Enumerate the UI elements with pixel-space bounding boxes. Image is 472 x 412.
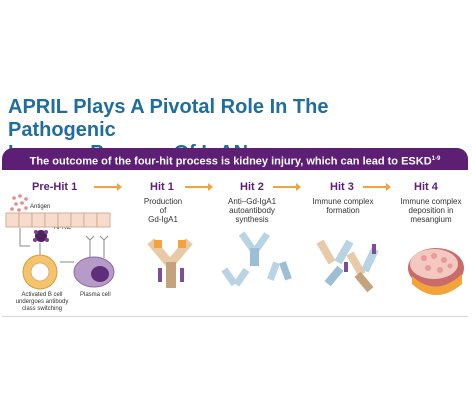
hit-1-label: Hit 1 [150, 181, 174, 193]
b-cell-caption-line-1: Activated B cell [21, 292, 63, 298]
hit-3-desc-line-1: Immune complex [312, 197, 374, 206]
banner-superscript: 1-9 [431, 156, 441, 162]
antigen-label: Antigen [30, 204, 51, 210]
hit-2-label: Hit 2 [240, 181, 264, 193]
hit-2-desc-line-3: synthesis [235, 215, 269, 224]
hit-2-desc-line-2: autoantibody [229, 206, 275, 215]
hit-2-description: Anti–Gd-IgA1 autoantibody synthesis [212, 197, 292, 224]
plasma-cell-icon [73, 256, 115, 288]
april-molecule-icon [33, 230, 49, 242]
hit-4-desc-line-3: mesangium [410, 215, 452, 224]
banner-text: The outcome of the four-hit process is k… [29, 155, 432, 168]
pre-hit-1-arrow [94, 183, 122, 191]
b-cell-caption: Activated B cell undergoes antibody clas… [4, 292, 80, 313]
hit-1-arrow [185, 183, 213, 191]
hit-2-desc-line-1: Anti–Gd-IgA1 [227, 197, 277, 206]
hit-1-desc-line-1: Production [143, 197, 183, 206]
hit-4-description: Immune complex deposition in mesangium [391, 197, 471, 224]
hit-1-description: Production of Gd-IgA1 [123, 197, 203, 224]
hit-3-desc-line-2: formation [326, 206, 360, 215]
hit-2-arrow [273, 183, 301, 191]
gd-iga1-antibody-icon [147, 238, 193, 288]
antigen-dots-icon [10, 194, 28, 212]
activated-b-cell-icon [22, 254, 58, 290]
pre-hit-1-label: Pre-Hit 1 [32, 181, 78, 193]
april-label: APRIL [54, 225, 72, 231]
mesangium-deposition-icon [408, 248, 464, 295]
plasma-cell-label: Plasma cell [80, 292, 111, 298]
diagram-panel [2, 170, 468, 317]
hit-1-desc-line-3: Gd-IgA1 [148, 215, 178, 224]
hit-4-label: Hit 4 [414, 181, 438, 193]
receptor-fork-icon [85, 235, 109, 241]
b-cell-caption-line-2: undergoes antibody [15, 299, 69, 305]
hit-4-desc-line-1: Immune complex [400, 197, 462, 206]
hit-3-description: Immune complex formation [303, 197, 383, 215]
autoantibody-icon [221, 231, 292, 287]
immune-complex-icon [316, 239, 379, 293]
outcome-banner: The outcome of the four-hit process is k… [2, 148, 468, 170]
hit-3-label: Hit 3 [330, 181, 354, 193]
hit-3-arrow [363, 183, 391, 191]
b-cell-caption-line-3: class switching [21, 306, 62, 312]
hit-4-desc-line-2: deposition in [408, 206, 454, 215]
epithelial-cell-row-icon [5, 212, 111, 228]
title-line-1: APRIL Plays A Pivotal Role In The Pathog… [8, 96, 329, 141]
hit-1-desc-line-2: of [159, 206, 167, 215]
